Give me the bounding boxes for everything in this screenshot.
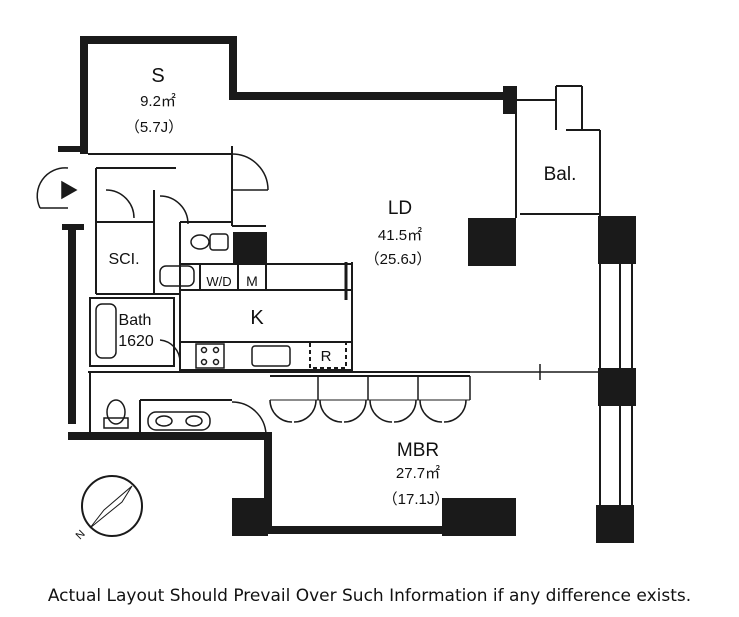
compass-icon: N: [74, 475, 143, 542]
room-ld-name: LD: [388, 198, 412, 219]
disclaimer-text: Actual Layout Should Prevail Over Such I…: [47, 586, 692, 606]
room-ld-tatami: （25.6J）: [365, 251, 432, 268]
floor-plan: N S 9.2㎡ （5.7J） LD 41.5㎡ （25.6J） Bal. SC…: [36, 36, 636, 543]
entrance-arrow-icon: [61, 180, 78, 200]
room-mbr-name: MBR: [397, 440, 439, 461]
room-labels: S 9.2㎡ （5.7J） LD 41.5㎡ （25.6J） Bal. SCI.…: [108, 65, 576, 508]
room-s-name: S: [151, 65, 164, 87]
door-swings: [36, 153, 541, 435]
exterior-walls: [58, 36, 636, 543]
room-k-name: K: [250, 307, 264, 329]
room-ld-area: 41.5㎡: [378, 227, 422, 244]
room-m-name: M: [246, 273, 258, 289]
room-wd-name: W/D: [206, 274, 231, 289]
interior-walls: [88, 85, 633, 505]
compass-north-label: N: [74, 528, 88, 542]
room-sci-name: SCI.: [108, 251, 139, 268]
room-s-area: 9.2㎡: [140, 93, 176, 110]
room-bath-name: Bath: [119, 312, 152, 329]
room-mbr-area: 27.7㎡: [396, 465, 440, 482]
room-r-name: R: [321, 348, 332, 365]
room-s-tatami: （5.7J）: [125, 119, 183, 136]
room-mbr-tatami: （17.1J）: [383, 491, 450, 508]
room-bal-name: Bal.: [544, 164, 577, 185]
fixtures: [61, 180, 291, 431]
room-bath-size: 1620: [118, 333, 154, 350]
